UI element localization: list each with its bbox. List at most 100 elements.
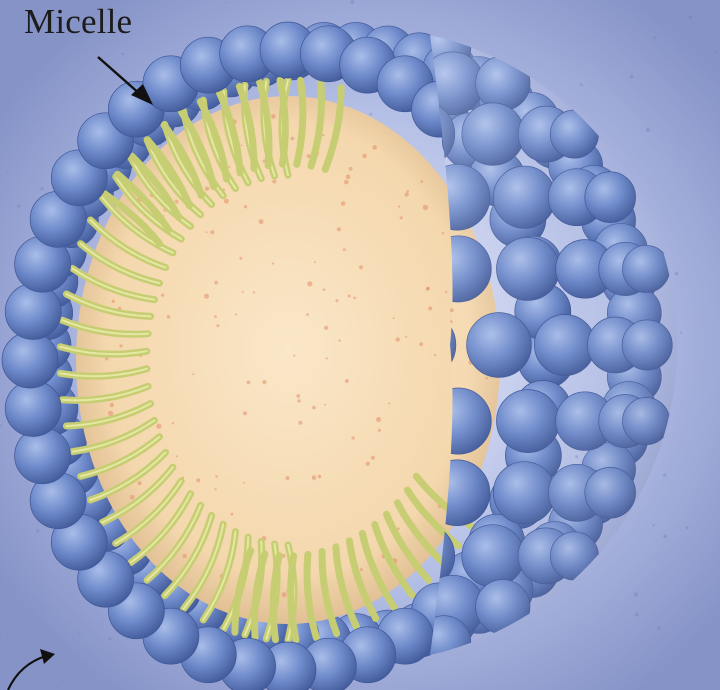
core-speck <box>323 288 326 291</box>
core-speck <box>348 295 351 298</box>
background-speck <box>653 37 656 40</box>
core-speck <box>312 406 316 410</box>
core-speck <box>167 315 171 319</box>
background-speck <box>122 53 124 55</box>
core-speck <box>398 205 400 207</box>
core-speck <box>176 455 178 457</box>
core-speck <box>243 411 247 415</box>
core-speck <box>161 294 164 297</box>
core-speck <box>205 187 209 191</box>
core-speck <box>306 313 309 316</box>
core-speck <box>371 456 375 460</box>
core-speck <box>388 403 390 405</box>
core-speck <box>378 429 381 432</box>
core-speck <box>362 154 367 159</box>
core-speck <box>345 379 349 383</box>
core-speck <box>175 200 179 204</box>
core-speck <box>241 145 243 147</box>
core-speck <box>326 357 328 359</box>
core-speck <box>272 262 274 264</box>
core-speck <box>215 488 217 490</box>
background-speck <box>646 128 650 132</box>
core-speck <box>344 180 349 185</box>
background-speck <box>630 75 634 79</box>
core-speck <box>259 219 264 224</box>
core-speck <box>426 287 430 291</box>
core-speck <box>420 180 423 183</box>
core-speck <box>297 399 300 402</box>
core-speck <box>405 336 407 338</box>
background-speck <box>657 626 661 630</box>
core-speck <box>253 291 255 293</box>
core-speck <box>324 404 326 406</box>
background-speck <box>350 0 354 4</box>
core-speck <box>419 342 423 346</box>
core-speck <box>346 174 351 179</box>
rim-head <box>5 284 61 340</box>
core-speck <box>353 297 356 300</box>
background-speck <box>686 526 689 529</box>
core-speck <box>239 257 242 260</box>
core-speck <box>324 326 328 330</box>
core-speck <box>312 475 317 480</box>
core-speck <box>351 436 354 439</box>
background-speck <box>17 205 20 208</box>
core-speck <box>341 201 346 206</box>
background-speck <box>41 187 44 190</box>
core-speck <box>400 216 403 219</box>
core-speck <box>405 192 409 196</box>
core-speck <box>172 422 174 424</box>
background-speck <box>714 51 717 54</box>
core-speck <box>130 495 135 500</box>
core-speck <box>298 421 302 425</box>
rim-head <box>2 332 58 388</box>
core-speck <box>423 205 428 210</box>
background-speck <box>689 16 693 20</box>
background-speck <box>7 170 9 172</box>
core-speck <box>291 137 295 141</box>
core-speck <box>376 417 381 422</box>
core-speck <box>322 134 324 136</box>
core-speck <box>314 261 316 263</box>
core-speck <box>231 513 234 516</box>
core-speck <box>192 373 194 375</box>
core-speck <box>434 354 436 356</box>
core-speck <box>156 424 161 429</box>
core-speck <box>282 592 287 597</box>
background-speck <box>36 529 40 533</box>
core-speck <box>406 190 409 193</box>
core-speck <box>262 380 266 384</box>
core-speck <box>214 315 217 318</box>
background-speck <box>0 425 2 427</box>
core-speck <box>210 230 214 234</box>
core-speck <box>196 478 200 482</box>
core-speck <box>272 180 276 184</box>
background-speck <box>78 633 80 635</box>
core-speck <box>244 205 247 208</box>
core-speck <box>206 231 208 233</box>
core-speck <box>119 344 122 347</box>
core-speck <box>108 411 113 416</box>
core-speck <box>296 394 300 398</box>
core-speck <box>359 265 363 269</box>
background-speck <box>580 83 583 86</box>
rim-head <box>5 381 61 437</box>
core-speck <box>337 227 341 231</box>
core-speck <box>445 291 447 293</box>
micelle-label: Micelle <box>24 2 132 42</box>
core-speck <box>271 114 276 119</box>
background-speck <box>26 93 28 95</box>
core-speck <box>343 248 346 251</box>
core-speck <box>215 475 218 478</box>
core-speck <box>396 337 400 341</box>
core-speck <box>393 317 395 319</box>
core-speck <box>182 554 186 558</box>
rim-head <box>15 428 71 484</box>
background-speck <box>634 592 638 596</box>
core-speck <box>216 324 219 327</box>
background-speck <box>108 637 111 640</box>
core-speck <box>286 476 290 480</box>
background-speck <box>680 332 682 334</box>
